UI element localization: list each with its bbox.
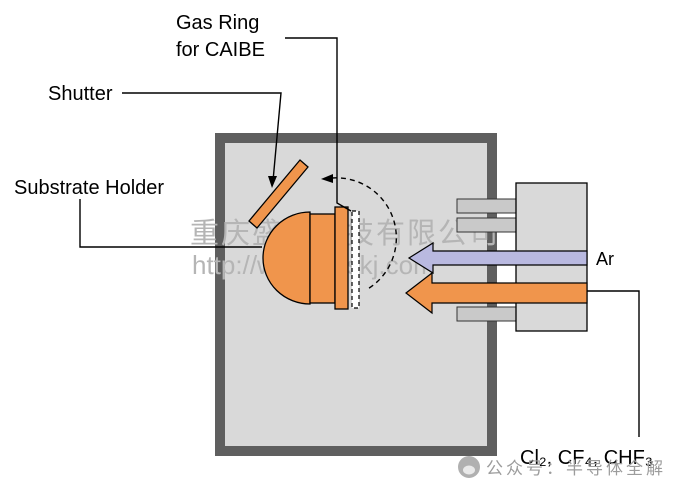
ion-source-grid-bar [456, 198, 518, 214]
shutter-pointer-arrowhead-icon [268, 176, 277, 188]
shutter [248, 159, 309, 229]
etch-gas-arrow-icon [405, 271, 588, 315]
substrate-holder-pointer-line [79, 199, 262, 248]
substrate-holder-block [309, 213, 336, 304]
ion-source-grid-bar [456, 306, 518, 322]
gas-ring-label-line2: for CAIBE [176, 39, 265, 61]
shutter-label: Shutter [48, 83, 113, 105]
gas-ring-label-line1: Gas Ring [176, 12, 259, 34]
watermark-account-text: 公众号：半导体全解 [486, 459, 666, 478]
substrate-holder-dome [262, 211, 311, 305]
gas-ring [351, 210, 360, 309]
etch-gases-label: Cl₂, CF₄, CHF₃ [520, 447, 653, 469]
argon-label: Ar [596, 249, 614, 269]
ion-source-grid-bar [456, 217, 518, 233]
shutter-pointer-line [122, 92, 282, 182]
substrate-plate [334, 206, 349, 310]
gas-ring-pointer-line [285, 37, 352, 212]
substrate-holder-label: Substrate Holder [14, 177, 164, 199]
rotation-arrow-head-icon [321, 174, 333, 183]
rotation-arc [331, 177, 398, 291]
etch-gas-pointer-line [587, 290, 640, 437]
watermark-logo-face [463, 465, 475, 475]
argon-beam-arrow-icon [407, 241, 588, 275]
